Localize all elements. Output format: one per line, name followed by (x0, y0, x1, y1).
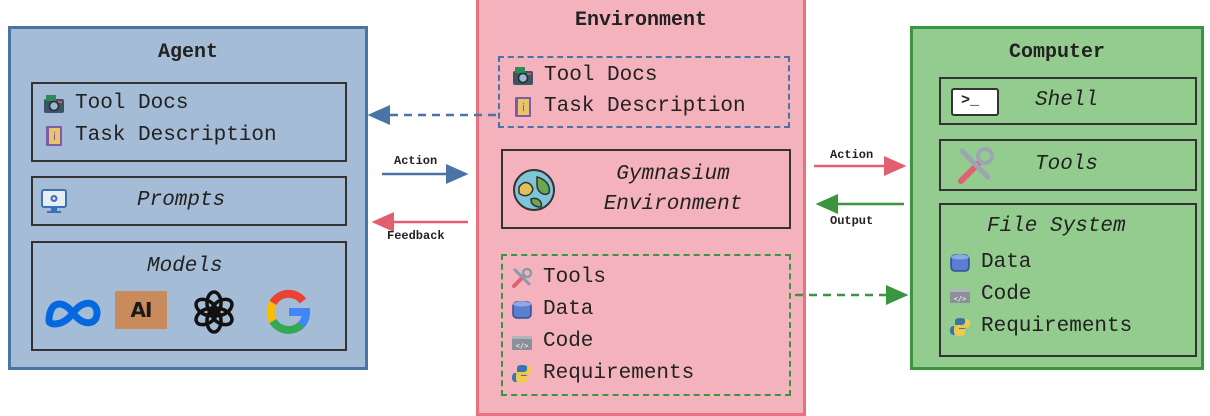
anthropic-logo-icon: AI (115, 291, 167, 329)
agent-prompts-label: Prompts (137, 189, 226, 212)
env-tools: Tools (511, 266, 606, 289)
computer-action-label: Action (830, 148, 874, 162)
agent-title: Agent (157, 41, 218, 64)
agent-feedback-label: Feedback (387, 229, 445, 243)
environment-docs-box: Tool Docs i Task Description (498, 56, 790, 128)
svg-text:i: i (53, 130, 56, 143)
svg-text:i: i (522, 101, 525, 114)
fs-data: Data (949, 251, 1031, 274)
shell-box: >_ Shell (939, 77, 1197, 125)
computer-output-label: Output (830, 214, 874, 228)
agent-action-label: Action (394, 154, 438, 168)
camera-icon (43, 93, 65, 115)
computer-tools-label: Tools (1035, 153, 1099, 176)
database-icon (511, 299, 533, 321)
environment-panel: Environment Tool Docs i Task Description… (476, 0, 806, 416)
agent-prompts-box: Prompts (31, 176, 347, 226)
svg-text:</>: </> (516, 342, 529, 350)
monitor-gear-icon (41, 188, 67, 214)
env-tools-label: Tools (543, 266, 607, 289)
agent-panel: Agent Tool Docs i Task Description Promp… (8, 26, 368, 370)
code-icon: </> (511, 331, 533, 353)
svg-text:</>: </> (954, 295, 967, 303)
agent-tool-docs: Tool Docs (43, 92, 188, 115)
terminal-icon: >_ (951, 88, 999, 116)
environment-title: Environment (574, 9, 708, 32)
env-tool-docs-label: Tool Docs (544, 64, 658, 87)
env-code: </> Code (511, 330, 593, 353)
agent-models-label: Models (147, 255, 223, 278)
book-icon: i (43, 125, 65, 147)
agent-tool-docs-label: Tool Docs (75, 92, 189, 115)
env-requirements: Requirements (511, 362, 694, 385)
fs-data-label: Data (981, 251, 1032, 274)
agent-docs-box: Tool Docs i Task Description (31, 82, 347, 162)
openai-logo-icon (191, 289, 237, 335)
env-requirements-label: Requirements (543, 362, 695, 385)
computer-tools-box: Tools (939, 139, 1197, 191)
python-icon (511, 363, 533, 385)
code-icon: </> (949, 284, 971, 306)
agent-task-description-label: Task Description (75, 124, 277, 147)
connector-arrows (367, 105, 909, 305)
env-code-label: Code (543, 330, 594, 353)
file-system-label: File System (987, 215, 1126, 238)
env-data: Data (511, 298, 593, 321)
gymnasium-label-line1: Gymnasium (616, 163, 730, 186)
fs-code-label: Code (981, 283, 1032, 306)
fs-requirements: Requirements (949, 315, 1132, 338)
env-data-label: Data (543, 298, 594, 321)
environment-resources-box: Tools Data </> Code Requirements (501, 254, 791, 396)
env-task-description: i Task Description (512, 95, 746, 118)
gymnasium-box: Gymnasium Environment (501, 149, 791, 229)
fs-requirements-label: Requirements (981, 315, 1133, 338)
file-system-box: File System Data </> Code Requirements (939, 203, 1197, 357)
agent-models-box: Models AI (31, 241, 347, 351)
env-task-description-label: Task Description (544, 95, 746, 118)
agent-task-description: i Task Description (43, 124, 277, 147)
fs-code: </> Code (949, 283, 1031, 306)
database-icon (949, 252, 971, 274)
shell-label: Shell (1035, 89, 1099, 112)
book-icon: i (512, 96, 534, 118)
computer-panel: Computer >_ Shell Tools File System Data… (910, 26, 1204, 370)
env-tool-docs: Tool Docs (512, 64, 657, 87)
meta-logo-icon (43, 293, 103, 333)
gymnasium-label-line2: Environment (603, 193, 743, 216)
anthropic-logo-text: AI (130, 298, 153, 322)
tools-icon (955, 146, 995, 186)
google-logo-icon (265, 289, 311, 335)
terminal-prompt: >_ (961, 92, 980, 109)
computer-title: Computer (1008, 41, 1105, 64)
tools-icon (511, 267, 533, 289)
python-icon (949, 316, 971, 338)
camera-icon (512, 65, 534, 87)
earth-icon (511, 167, 557, 213)
